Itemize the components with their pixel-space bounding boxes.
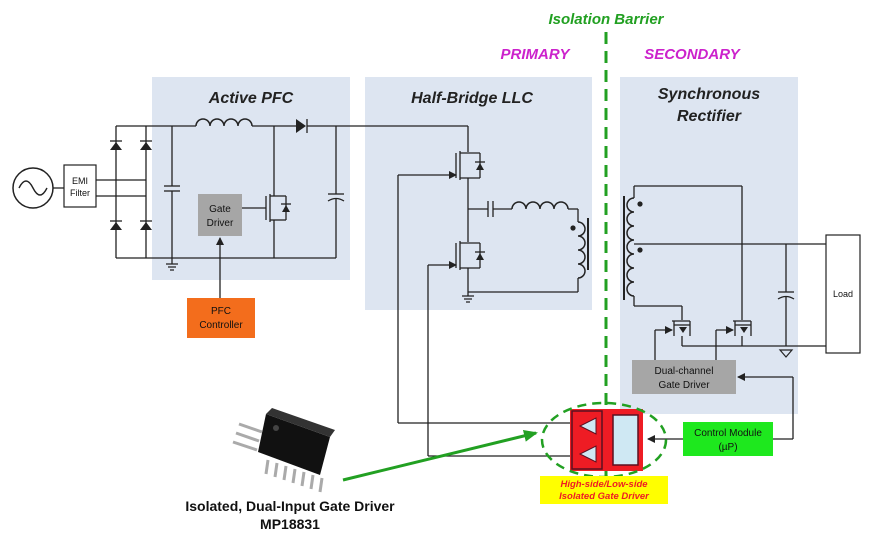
active-pfc-title: Active PFC xyxy=(208,90,294,107)
load-label: Load xyxy=(833,289,853,299)
synchronous-rectifier-section xyxy=(620,77,798,414)
sync-rect-mosfet-1 xyxy=(672,320,691,346)
secondary-label: SECONDARY xyxy=(644,46,742,63)
pfc-controller-label-2: Controller xyxy=(199,320,243,331)
isolated-driver-caption-2: Isolated Gate Driver xyxy=(559,491,650,502)
emi-filter-label-2: Filter xyxy=(70,188,90,198)
dual-channel-gate-driver-block xyxy=(632,360,736,394)
chip-caption-line2: MP18831 xyxy=(260,516,320,532)
sine-wave-icon xyxy=(18,180,48,196)
load-block xyxy=(825,234,861,354)
active-pfc-section xyxy=(152,77,350,280)
half-bridge-llc-section xyxy=(365,77,592,310)
emi-filter-label-1: EMI xyxy=(72,176,88,186)
pfc-diode xyxy=(296,119,306,133)
control-module-block xyxy=(683,422,773,456)
isolated-gate-driver xyxy=(570,409,643,471)
bridge-rectifier xyxy=(110,125,196,259)
isolation-barrier-label: Isolation Barrier xyxy=(548,11,664,28)
pfc-inductor xyxy=(195,118,253,127)
isolated-driver-caption-1: High-side/Low-side xyxy=(560,479,648,490)
transformer-secondary-winding xyxy=(626,197,635,297)
sync-rect-mosfet-2 xyxy=(733,320,752,346)
control-module-label-2: (µP) xyxy=(718,442,737,453)
half-bridge-llc-title: Half-Bridge LLC xyxy=(411,90,533,107)
isolated-driver-caption-bg xyxy=(540,476,668,504)
dual-gate-driver-label-1: Dual-channel xyxy=(655,366,714,377)
dual-gate-driver-label-2: Gate Driver xyxy=(658,380,710,391)
pfc-gate-driver-block xyxy=(198,194,242,236)
pfc-gate-driver-label-1: Gate xyxy=(209,204,231,215)
chip-caption-line1: Isolated, Dual-Input Gate Driver xyxy=(185,498,395,514)
emi-filter-block xyxy=(63,164,97,208)
control-module-label-1: Control Module xyxy=(694,428,762,439)
sync-rect-title-line1: Synchronous xyxy=(658,86,760,103)
resonant-inductor xyxy=(511,201,569,210)
mp18831-chip-illustration xyxy=(232,408,335,493)
pfc-controller-block xyxy=(187,298,255,338)
chip-pointer-arrow xyxy=(342,430,538,482)
high-side-mosfet xyxy=(455,151,485,180)
pfc-mosfet xyxy=(265,194,291,222)
pfc-controller-label-1: PFC xyxy=(211,306,231,317)
primary-label: PRIMARY xyxy=(501,46,572,63)
transformer-primary-winding xyxy=(577,221,586,279)
pfc-gate-driver-label-2: Driver xyxy=(207,218,234,229)
sync-rect-title-line2: Rectifier xyxy=(677,108,742,125)
